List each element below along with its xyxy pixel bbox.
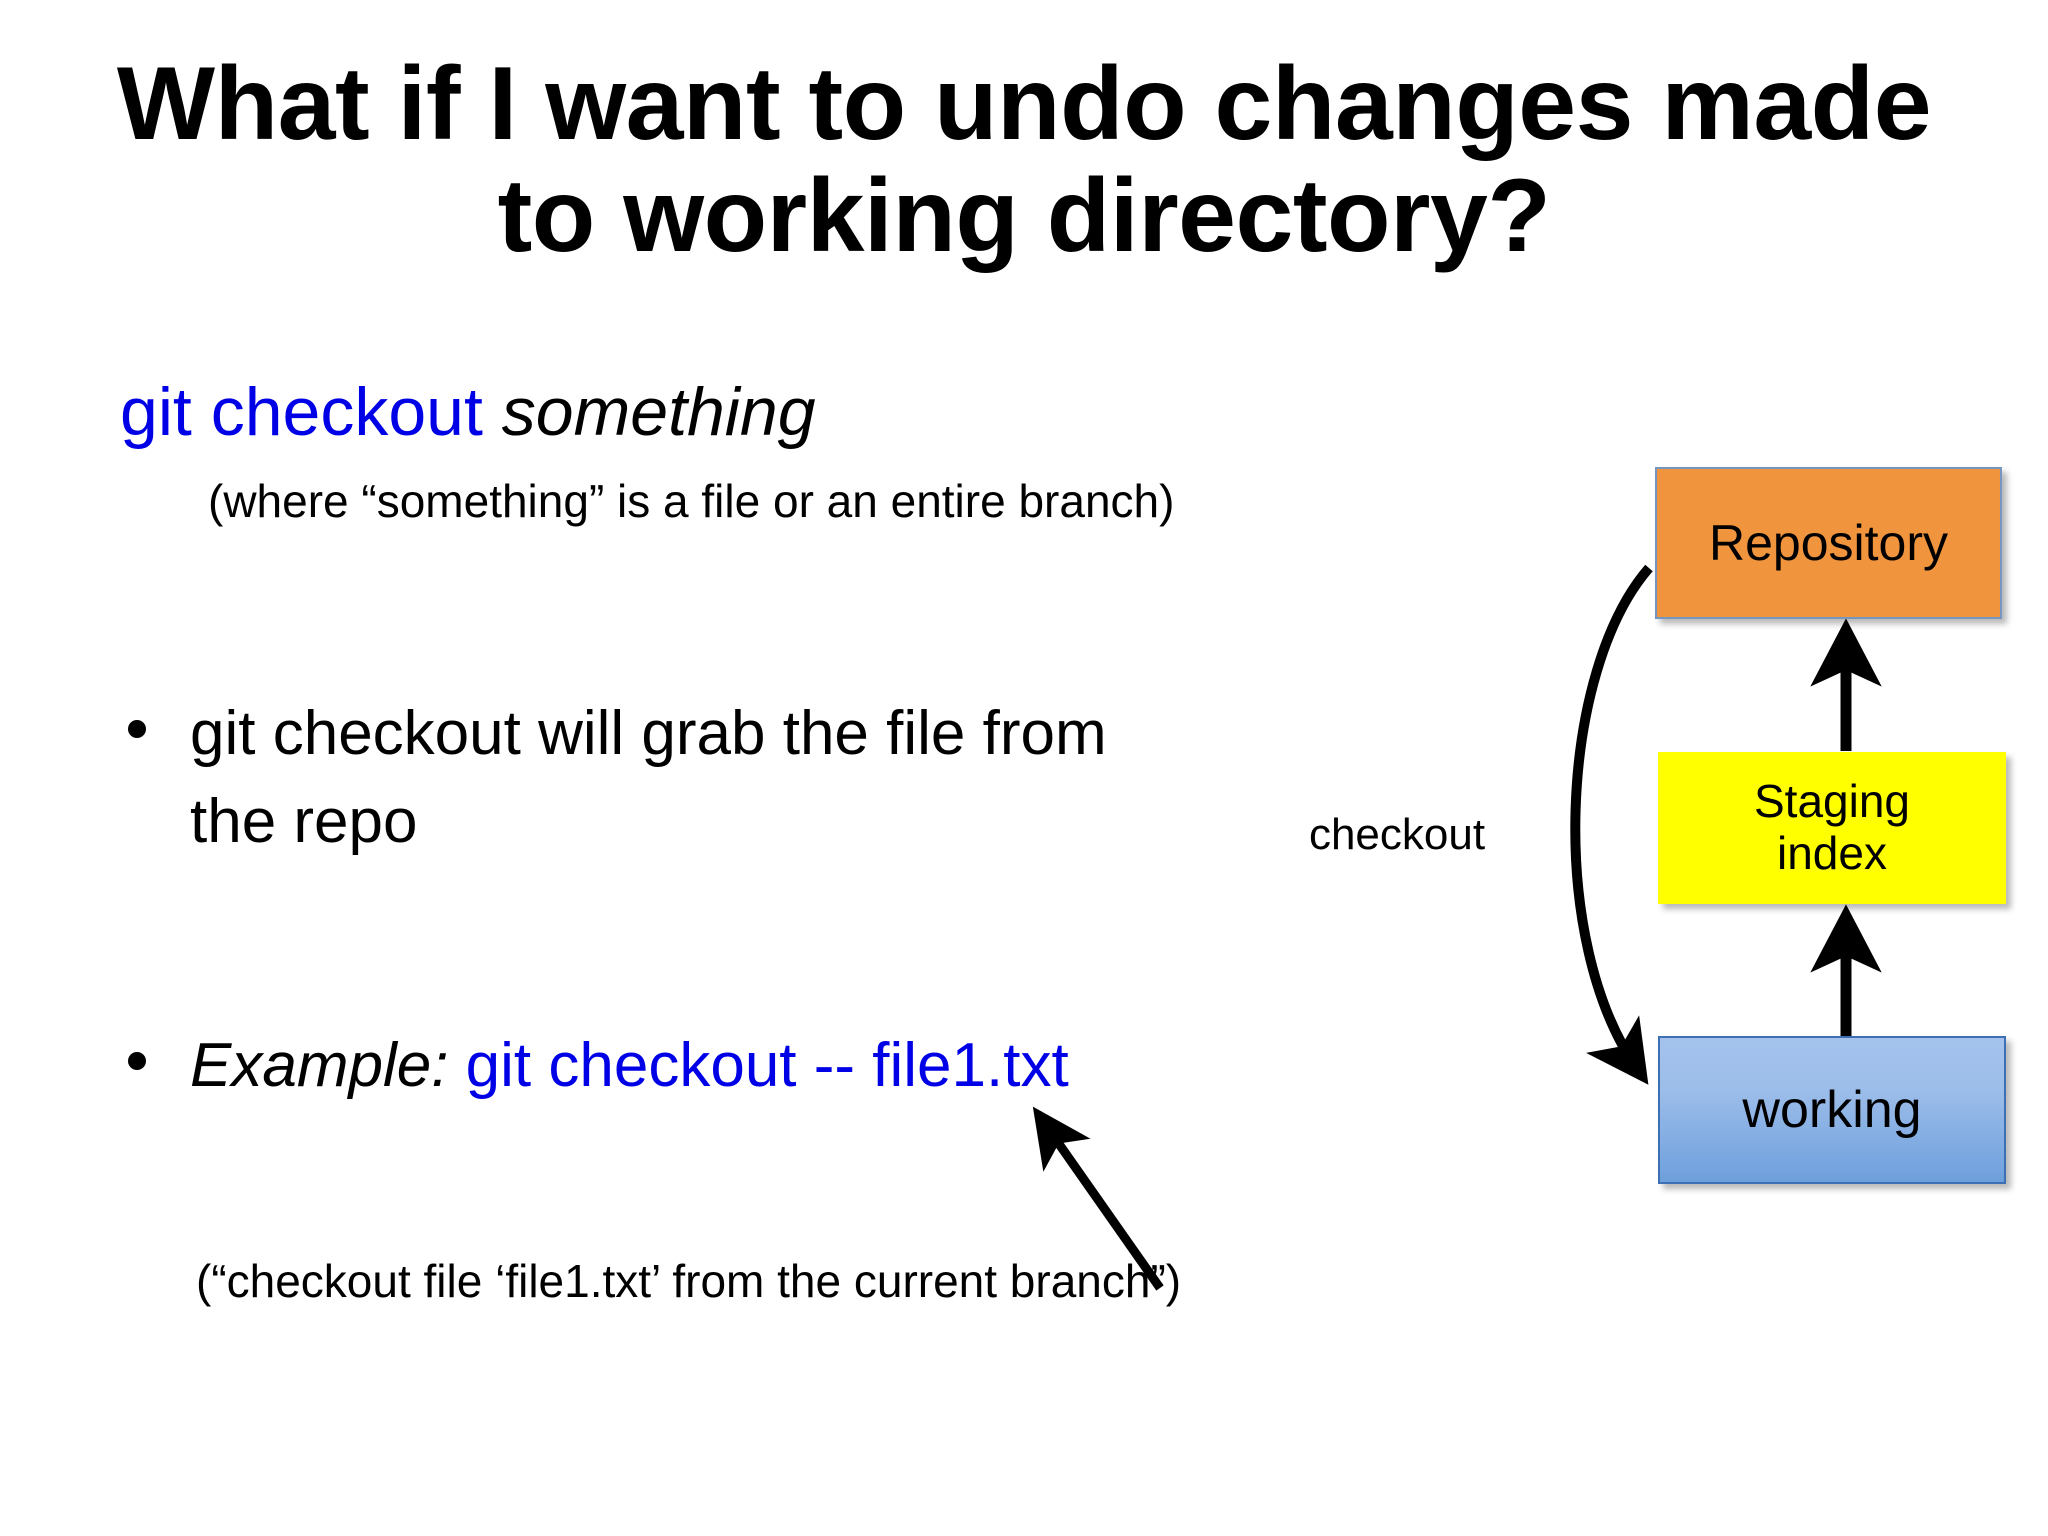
command-line: git checkout something — [120, 378, 816, 446]
bottom-note: (“checkout file ‘file1.txt’ from the cur… — [196, 1255, 1182, 1307]
bullet-text: git checkout will grab the file from the… — [190, 699, 1107, 857]
bullet-dot-icon — [128, 1052, 146, 1070]
pointer-arrow — [960, 1080, 1220, 1310]
example-command: git checkout -- file1.txt — [465, 1031, 1069, 1100]
list-item: git checkout will grab the file from the… — [128, 690, 1128, 866]
command-argument: something — [501, 374, 816, 450]
git-areas-diagram: Repository Staging index working checkou… — [1260, 440, 2048, 1184]
list-item: Example: git checkout -- file1.txt — [128, 1022, 1428, 1110]
page-title: What if I want to undo changes made to w… — [116, 46, 1932, 275]
node-repository: Repository — [1655, 467, 2002, 619]
node-staging-index: Staging index — [1658, 752, 2006, 904]
pointer-arrow-svg — [1032, 1106, 1164, 1291]
bullet-dot-icon — [128, 720, 146, 738]
where-note: (where “something” is a file or an entir… — [208, 475, 1175, 527]
node-working: working — [1658, 1036, 2006, 1184]
example-label: Example: — [190, 1031, 466, 1100]
bullet-text: Example: git checkout -- file1.txt — [190, 1022, 1069, 1110]
node-staging-index-line2: index — [1777, 827, 1887, 879]
node-staging-index-line1: Staging — [1753, 775, 1910, 828]
diagram-arrows — [1570, 564, 1882, 1085]
node-staging-index-label: Staging index — [1754, 776, 1910, 879]
command-keyword: git checkout — [120, 374, 502, 450]
node-repository-label: Repository — [1709, 515, 1948, 571]
edge-label-checkout: checkout — [1308, 810, 1486, 859]
pointer-arrow-line — [1032, 1106, 1164, 1291]
node-working-label: working — [1742, 1080, 1922, 1139]
arrow-repository-to-working — [1570, 564, 1653, 1085]
